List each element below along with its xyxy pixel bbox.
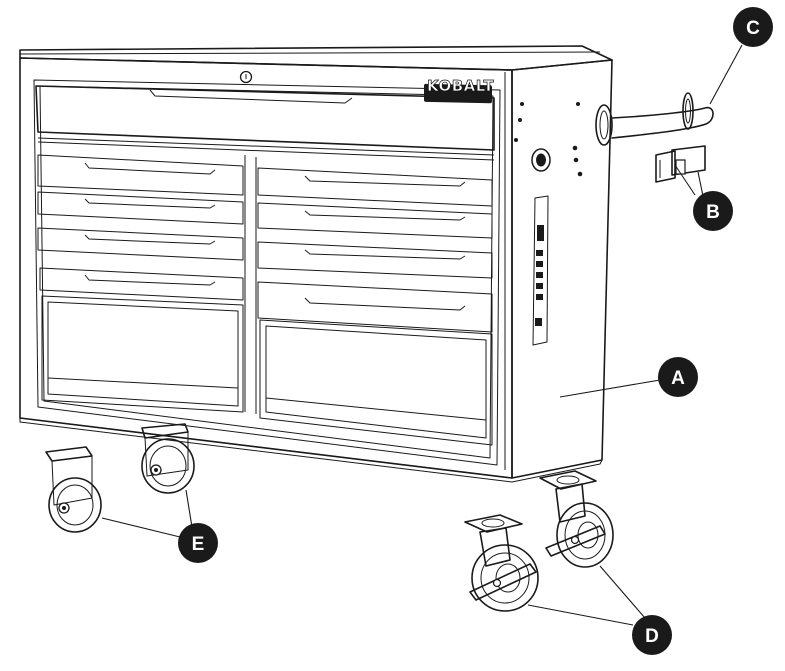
- side-panel-details: [514, 102, 583, 346]
- callout-e: E: [178, 523, 218, 563]
- svg-text:D: D: [645, 626, 659, 647]
- handle-brackets: [655, 145, 706, 183]
- svg-text:A: A: [671, 368, 685, 389]
- callout-b: B: [693, 191, 733, 231]
- tool-cabinet: KOBALT: [19, 45, 613, 483]
- left-drawers: [37, 154, 244, 413]
- svg-text:B: B: [706, 202, 720, 223]
- svg-text:KOBALT: KOBALT: [427, 77, 494, 95]
- brand-logo: KOBALT: [424, 77, 494, 104]
- callout-d: D: [632, 615, 672, 655]
- leader-lines: [101, 44, 743, 626]
- swivel-caster-back: [539, 470, 614, 568]
- fixed-caster-left: [45, 446, 102, 533]
- callout-c: C: [733, 7, 773, 47]
- top-drawer: [35, 85, 495, 161]
- svg-text:C: C: [746, 18, 760, 39]
- right-drawers: [257, 167, 493, 446]
- callout-a: A: [658, 357, 698, 397]
- svg-text:E: E: [192, 534, 205, 555]
- side-handle: [611, 92, 714, 139]
- fixed-caster-right: [141, 423, 195, 494]
- swivel-caster-front: [464, 514, 539, 612]
